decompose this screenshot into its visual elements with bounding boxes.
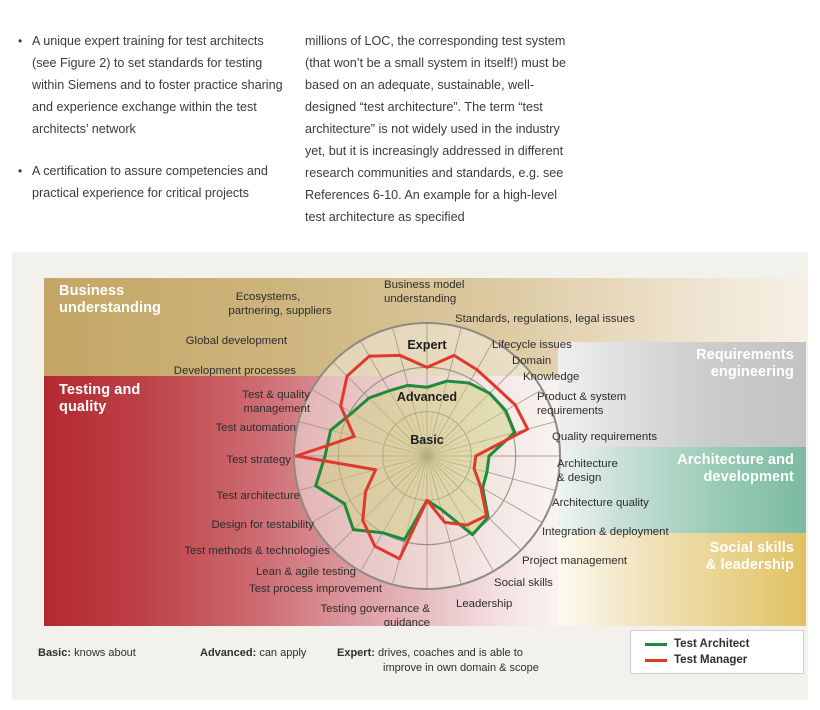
axis-label-product-req-line1: Product & system (537, 391, 626, 403)
radar-axis-labels: Ecosystems, partnering, suppliers Global… (174, 279, 670, 629)
paragraph-text: A certification to assure competencies a… (32, 164, 268, 200)
axis-label-test-quality-line1: Test & quality (242, 389, 310, 401)
axis-label-quality-requirements: Quality requirements (552, 431, 657, 443)
band-label-architecture-and-development: Architecture and development (677, 452, 794, 485)
ring-label-advanced: Advanced (397, 390, 457, 404)
radar-ring-labels: Expert Advanced Basic (397, 338, 457, 447)
caption-advanced: Advanced: can apply (200, 646, 306, 661)
band-social-skills-and-leadership (558, 533, 806, 626)
caption-expert-definition: drives, coaches and is able to (377, 647, 523, 659)
axis-label-testing-governance-line1: Testing governance & (320, 603, 430, 615)
radar-series-group (294, 353, 530, 561)
axis-label-business-model-line2: understanding (384, 293, 456, 305)
bullet-icon: • (18, 34, 23, 48)
ring-label-basic: Basic (410, 433, 444, 447)
axis-label-domain: Domain (512, 355, 551, 367)
axis-label-test-methods: Test methods & technologies (184, 545, 330, 557)
paragraph-text: millions of LOC, the corresponding test … (305, 34, 567, 224)
band-label-testing-and-quality: Testing and quality (59, 382, 141, 415)
caption-expert-term: Expert: (337, 647, 375, 659)
caption-basic: Basic: knows about (38, 646, 136, 661)
axis-label-business-model-line1: Business model (384, 279, 464, 291)
axis-label-product-req-line2: requirements (537, 405, 604, 417)
radar-polygon-test-manager (294, 353, 530, 561)
axis-label-knowledge: Knowledge (523, 371, 579, 383)
axis-label-architecture-design-line1: Architecture (557, 458, 618, 470)
legend-label-test-architect: Test Architect (674, 638, 750, 650)
list-item: • A certification to assure competencies… (18, 160, 288, 204)
axis-label-test-strategy: Test strategy (226, 454, 291, 466)
axis-label-test-quality-line2: management (244, 403, 311, 415)
axis-label-global-development: Global development (186, 335, 288, 347)
axis-label-lean-agile-testing: Lean & agile testing (256, 566, 356, 578)
article-right-column: millions of LOC, the corresponding test … (305, 30, 580, 228)
band-label-business-understanding: Business understanding (59, 283, 161, 316)
paragraph-text: A unique expert training for test archit… (32, 34, 283, 136)
axis-label-architecture-quality: Architecture quality (552, 497, 649, 509)
legend-item-test-architect: Test Architect (645, 638, 749, 650)
band-requirements-engineering (558, 342, 806, 447)
axis-label-social-skills: Social skills (494, 577, 553, 589)
radar-chart: Expert Advanced Basic Ecosystems, partne… (174, 279, 670, 629)
axis-label-design-for-testability: Design for testability (211, 519, 314, 531)
competency-radar-figure: Business understanding Testing and quali… (12, 252, 808, 700)
caption-expert: Expert: drives, coaches and is able to i… (337, 646, 567, 676)
article-left-column: • A unique expert training for test arch… (18, 30, 288, 224)
axis-label-ecosystems-line1: Ecosystems, (236, 291, 301, 303)
caption-basic-term: Basic: (38, 647, 72, 659)
legend-swatch-test-manager (645, 658, 667, 662)
axis-label-standards: Standards, regulations, legal issues (455, 313, 635, 325)
caption-advanced-term: Advanced: (200, 647, 257, 659)
legend-item-test-manager: Test Manager (645, 654, 747, 666)
axis-label-test-architecture: Test architecture (216, 490, 300, 502)
axis-label-test-process-improvement: Test process improvement (249, 583, 383, 595)
article-text-region: • A unique expert training for test arch… (0, 0, 820, 248)
axis-label-ecosystems-line2: partnering, suppliers (228, 305, 332, 317)
ring-label-expert: Expert (407, 338, 447, 352)
axis-label-leadership: Leadership (456, 598, 512, 610)
band-architecture-and-development (558, 447, 806, 533)
caption-advanced-definition: can apply (259, 647, 307, 659)
axis-label-project-management: Project management (522, 555, 628, 567)
band-label-requirements-engineering: Requirements engineering (696, 347, 794, 380)
legend-swatch-test-architect (645, 642, 667, 646)
axis-label-architecture-design-line2: & design (557, 472, 601, 484)
radar-grid (293, 322, 561, 590)
axis-label-lifecycle-issues: Lifecycle issues (492, 339, 572, 351)
chart-legend: Test Architect Test Manager (630, 630, 804, 674)
axis-label-development-processes: Development processes (174, 365, 296, 377)
bullet-icon: • (18, 164, 23, 178)
axis-label-test-automation: Test automation (216, 422, 296, 434)
caption-basic-definition: knows about (74, 647, 136, 659)
list-item: • A unique expert training for test arch… (18, 30, 288, 140)
caption-expert-definition-cont: improve in own domain & scope (383, 662, 539, 674)
legend-label-test-manager: Test Manager (674, 654, 748, 666)
band-label-social-skills-and-leadership: Social skills & leadership (705, 540, 794, 573)
axis-label-integration-deployment: Integration & deployment (542, 526, 669, 538)
